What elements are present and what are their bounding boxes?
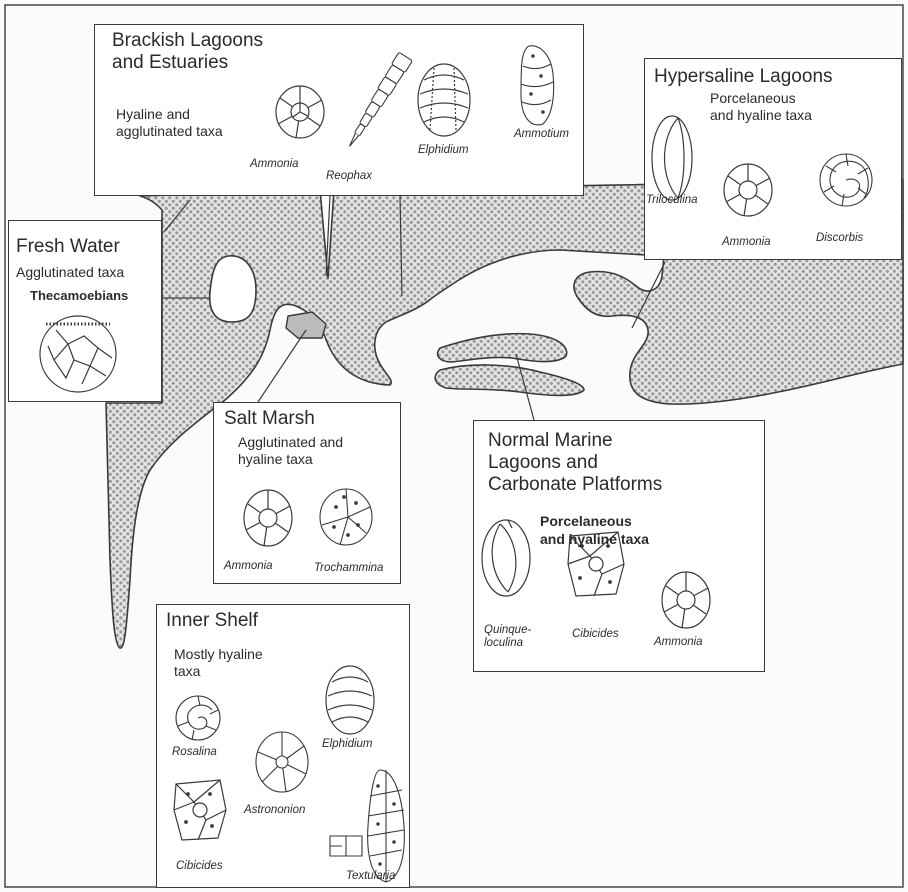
taxon-label: Quinque- loculina (484, 624, 531, 650)
taxon-label: Ammonia (250, 158, 299, 171)
innershelf-subtitle: Mostly hyaline taxa (174, 646, 263, 680)
taxon-label: Discorbis (816, 232, 863, 245)
taxon-label: Ammonia (722, 236, 771, 249)
freshwater-subtitle: Agglutinated taxa (16, 264, 124, 281)
freshwater-group: Thecamoebians (30, 288, 128, 304)
taxon-label: Reophax (326, 170, 372, 183)
taxon-label: Astrononion (244, 804, 305, 817)
taxon-label: Cibicides (572, 628, 619, 641)
taxon-label: Trochammina (314, 562, 383, 575)
taxon-label: Rosalina (172, 746, 217, 759)
lagoon-south (435, 365, 584, 396)
saltmarsh-subtitle: Agglutinated and hyaline taxa (238, 434, 343, 468)
taxon-label: Ammotium (514, 128, 569, 141)
normalmarine-title: Normal Marine Lagoons and Carbonate Plat… (488, 430, 662, 496)
taxon-label: Ammonia (224, 560, 273, 573)
brackish-subtitle: Hyaline and agglutinated taxa (116, 106, 223, 140)
fresh-water-lake (210, 256, 256, 322)
taxon-label: Textularia (346, 870, 395, 883)
normalmarine-subtitle: Porcelaneous and hyaline taxa (540, 512, 649, 548)
freshwater-title: Fresh Water (16, 236, 120, 258)
lagoon-shallow (438, 334, 567, 362)
saltmarsh-title: Salt Marsh (224, 408, 315, 430)
taxon-label: Elphidium (322, 738, 373, 751)
taxon-label: Cibicides (176, 860, 223, 873)
brackish-title: Brackish Lagoons and Estuaries (112, 30, 263, 74)
taxon-label: Elphidium (418, 144, 469, 157)
hypersaline-subtitle: Porcelaneous and hyaline taxa (710, 90, 812, 124)
taxon-label: Ammonia (654, 636, 703, 649)
hypersaline-lagoons-box (644, 58, 902, 260)
hypersaline-title: Hypersaline Lagoons (654, 66, 833, 88)
taxon-label: Triloculina (646, 194, 698, 207)
innershelf-title: Inner Shelf (166, 610, 258, 632)
